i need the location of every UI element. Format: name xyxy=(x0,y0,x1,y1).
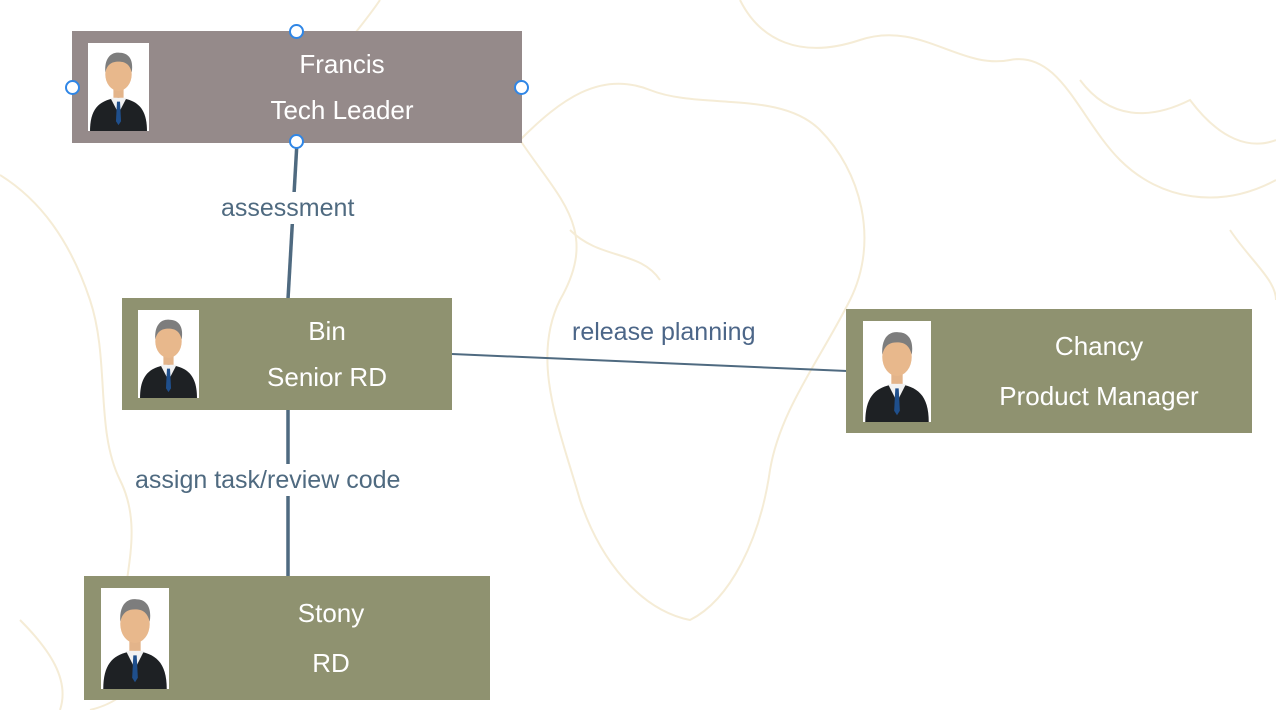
resize-handle-left[interactable] xyxy=(65,80,80,95)
node-stony[interactable]: Stony RD xyxy=(84,576,490,700)
node-name: Francis xyxy=(299,49,385,79)
businessman-avatar-icon xyxy=(138,310,199,398)
businessman-avatar-icon xyxy=(88,43,149,131)
node-title: Product Manager xyxy=(999,381,1199,411)
node-title: Senior RD xyxy=(267,362,387,392)
edge-label-assessment[interactable]: assessment xyxy=(219,192,357,224)
resize-handle-right[interactable] xyxy=(514,80,529,95)
resize-handle-top[interactable] xyxy=(289,24,304,39)
node-title: RD xyxy=(312,648,350,678)
node-bin[interactable]: Bin Senior RD xyxy=(122,298,452,410)
resize-handle-bottom[interactable] xyxy=(289,134,304,149)
node-name: Chancy xyxy=(1054,331,1144,361)
businessman-avatar-icon xyxy=(863,321,931,422)
node-name: Stony xyxy=(297,598,365,628)
businessman-avatar-icon xyxy=(101,588,169,689)
edge-label-release-planning[interactable]: release planning xyxy=(572,318,756,346)
node-chancy[interactable]: Chancy Product Manager xyxy=(846,309,1252,433)
node-title: Tech Leader xyxy=(270,95,414,125)
edge-label-assign-task[interactable]: assign task/review code xyxy=(133,464,403,496)
edge-bin-chancy xyxy=(451,353,848,372)
node-name: Bin xyxy=(308,316,346,346)
node-francis[interactable]: Francis Tech Leader xyxy=(72,31,522,143)
